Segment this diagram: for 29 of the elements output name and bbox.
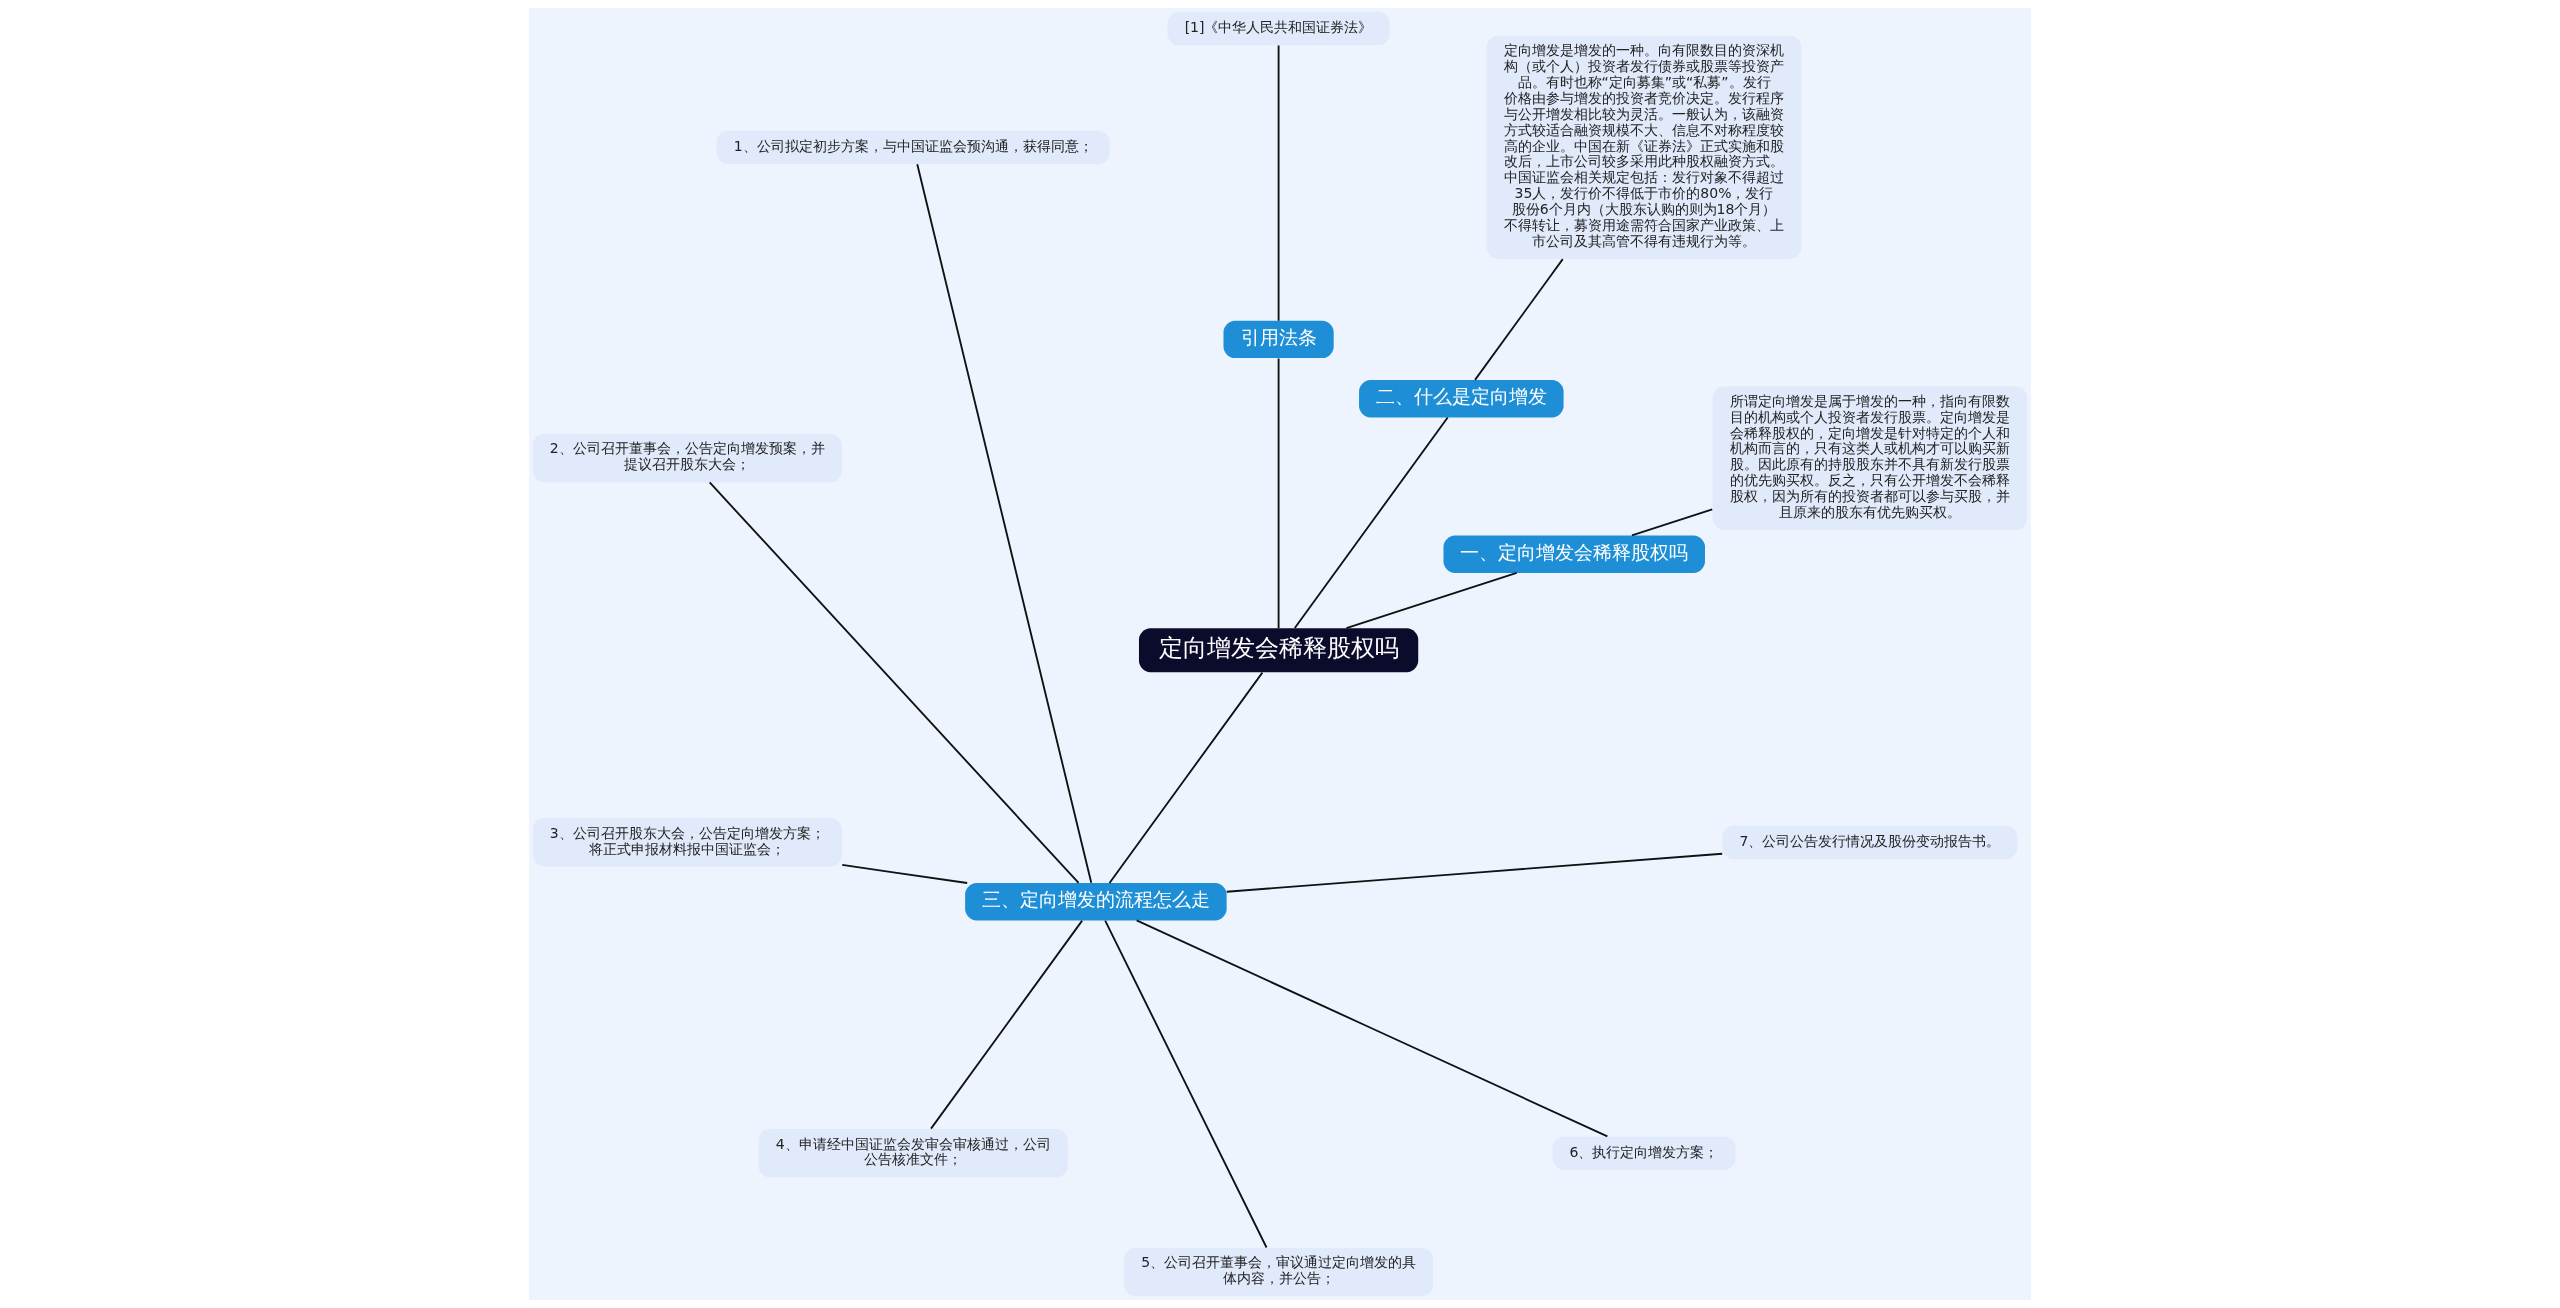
connector <box>1135 919 1609 1138</box>
node-box: 6、执行定向增发方案； <box>1552 1136 1736 1171</box>
node-box: 引用法条 <box>1223 320 1334 359</box>
connector <box>1277 44 1280 322</box>
node-box: 一、定向增发会稀释股权吗 <box>1443 535 1705 573</box>
node-box: [1]《中华人民共和国证券法》 <box>1167 11 1390 46</box>
connector <box>1225 852 1724 893</box>
connector <box>930 919 1084 1130</box>
node-box: 7、公司公告发行情况及股份变动报告书。 <box>1722 825 2018 860</box>
node-box: 所谓定向增发是属于增发的一种，指向有限数目的机构或个人投资者发行股票。定向增发是会稀释股权的，定向增发是针对特定的个人和机构而言的，只有这类人或机构才可以购买新股。因此原有的持股股东并不具有新发行股票的优先购买权。反之，只有公开增发不会稀释股权，因为所有的投资者都可以参与买股，并且原来的股东有优先购买权。 <box>1712 386 2028 531</box>
node-box: 二、什么是定向增发 <box>1359 380 1564 418</box>
connector <box>1108 671 1264 884</box>
connector <box>1293 416 1449 629</box>
connector <box>708 481 1080 884</box>
node-box: 定向增发是增发的一种。向有限数目的资深机构（或个人）投资者发行债券或股票等投资产品。有时也称“定向募集”或“私募”。发行价格由参与增发的投资者竞价决定。发行程序与公开增发相比较为灵活。一般认为，该融资方式较适合融资规模不大、信息不对称程度较高的企业。中国在新《证券法》正式实施和股改后，上市公司较多采用此种股权融资方式。中国证监会相关规定包括：发行对象不得超过35人，发行价不得低于市价的80%，发行股份6个月内（大股东认购的则为18个月）不得转让，募资用途需符合国家产业政策、上市公司及其高管不得有违规行为等。 <box>1486 35 1802 259</box>
node-box: 3、公司召开股东大会，公告定向增发方案；将正式申报材料报中国证监会； <box>532 818 842 867</box>
connector <box>1631 508 1714 537</box>
node-box: 1、公司拟定初步方案，与中国证监会预沟通，获得同意； <box>716 130 1110 165</box>
connector <box>916 163 1093 884</box>
node-box: 定向增发会稀释股权吗 <box>1138 628 1419 673</box>
connector <box>1345 571 1518 630</box>
connector <box>1277 357 1280 630</box>
node-box: 三、定向增发的流程怎么走 <box>965 883 1227 921</box>
node-box: 5、公司召开董事会，审议通过定向增发的具体内容，并公告； <box>1124 1247 1434 1297</box>
node-box: 4、申请经中国证监会发审会审核通过，公司公告核准文件； <box>758 1128 1068 1178</box>
connector <box>1104 919 1268 1249</box>
connector <box>841 863 969 884</box>
connector <box>1474 258 1564 381</box>
node-box: 2、公司召开董事会，公告定向增发预案，并提议召开股东大会； <box>532 433 842 483</box>
